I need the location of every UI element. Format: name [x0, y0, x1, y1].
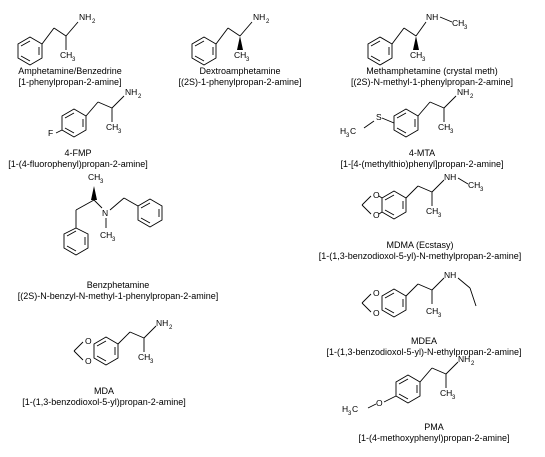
compound-iupac: [(2S)-N-benzyl-N-methyl-1-phenylpropan-2…	[17, 291, 219, 301]
compound-name: 4-FMP	[64, 148, 92, 158]
svg-text:NH: NH	[458, 354, 470, 364]
svg-text:NH: NH	[426, 12, 438, 22]
compound-name: PMA	[424, 422, 444, 432]
caption-amphetamine: Amphetamine/Benzedrine [1-phenylpropan-2…	[18, 66, 122, 88]
svg-text:NH: NH	[125, 87, 137, 97]
caption-mdea: MDEA [1-(1,3-benzodioxol-5-yl)-N-ethylpr…	[326, 336, 521, 358]
compound-iupac: [1-(1,3-benzodioxol-5-yl)-N-methylpropan…	[318, 251, 522, 261]
svg-text:2: 2	[471, 361, 475, 367]
svg-text:NH: NH	[253, 12, 265, 22]
svg-text:2: 2	[138, 94, 142, 100]
svg-text:CH: CH	[138, 352, 150, 362]
compound-name: 4-MTA	[408, 148, 436, 158]
caption-benzphetamine: Benzphetamine [(2S)-N-benzyl-N-methyl-1-…	[18, 280, 219, 302]
svg-text:CH: CH	[100, 230, 112, 240]
svg-text:F: F	[48, 128, 53, 138]
compound-name: Amphetamine/Benzedrine	[18, 66, 122, 76]
svg-text:C: C	[352, 404, 358, 414]
svg-text:CH: CH	[438, 122, 450, 132]
compound-iupac: [(2S)-N-methyl-1-phenylpropan-2-amine]	[350, 77, 514, 87]
caption-4-mta: 4-MTA [1-[4-(methylthio)phenyl]propan-2-…	[340, 148, 503, 170]
svg-text:O: O	[373, 288, 380, 298]
caption-mdma: MDMA (Ecstasy) [1-(1,3-benzodioxol-5-yl)…	[319, 240, 522, 262]
svg-text:3: 3	[100, 179, 104, 185]
compound-iupac: [1-(1,3-benzodioxol-5-yl)-N-ethylpropan-…	[326, 347, 522, 357]
svg-text:3: 3	[480, 187, 484, 193]
caption-methamphetamine: Methamphetamine (crystal meth) [(2S)-N-m…	[351, 66, 513, 88]
svg-text:O: O	[373, 210, 380, 220]
compound-iupac: [1-(4-methoxyphenyl)propan-2-amine]	[358, 433, 510, 443]
svg-text:O: O	[373, 308, 380, 318]
svg-text:CH: CH	[468, 180, 480, 190]
svg-text:H: H	[340, 126, 346, 136]
compound-name: MDA	[93, 386, 114, 396]
svg-text:3: 3	[438, 313, 442, 319]
svg-text:O: O	[85, 356, 92, 366]
svg-text:CH: CH	[88, 172, 100, 182]
svg-text:S: S	[376, 112, 382, 122]
compound-name: MDMA (Ecstasy)	[386, 240, 454, 250]
compound-name: Dextroamphetamine	[199, 66, 281, 76]
compound-name: Benzphetamine	[86, 280, 150, 290]
svg-text:H: H	[342, 404, 348, 414]
svg-text:3: 3	[422, 57, 426, 63]
svg-text:C: C	[350, 126, 356, 136]
svg-text:NH: NH	[156, 318, 168, 328]
caption-4-fmp: 4-FMP [1-(4-fluorophenyl)propan-2-amine]	[8, 148, 148, 170]
svg-text:N: N	[102, 208, 108, 218]
svg-text:NH: NH	[457, 87, 469, 97]
svg-text:CH: CH	[106, 122, 118, 132]
compound-name: Methamphetamine (crystal meth)	[366, 66, 498, 76]
svg-text:3: 3	[348, 411, 352, 417]
compound-iupac: [1-(1,3-benzodioxol-5-yl)propan-2-amine]	[22, 397, 186, 407]
compound-iupac: [1-[4-(methylthio)phenyl]propan-2-amine]	[340, 159, 504, 169]
svg-text:O: O	[85, 336, 92, 346]
svg-text:3: 3	[452, 395, 456, 401]
svg-text:CH: CH	[426, 206, 438, 216]
svg-text:2: 2	[169, 325, 173, 331]
compound-iupac: [1-(4-fluorophenyl)propan-2-amine]	[8, 159, 148, 169]
svg-text:2: 2	[470, 94, 474, 100]
svg-text:CH: CH	[234, 50, 246, 60]
svg-text:CH: CH	[410, 50, 422, 60]
svg-text:O: O	[376, 398, 383, 408]
svg-text:NH: NH	[444, 270, 456, 280]
caption-mda: MDA [1-(1,3-benzodioxol-5-yl)propan-2-am…	[22, 386, 186, 408]
svg-text:3: 3	[150, 359, 154, 365]
caption-dextroamphetamine: Dextroamphetamine [(2S)-1-phenylpropan-2…	[178, 66, 301, 88]
svg-text:3: 3	[118, 129, 122, 135]
svg-text:3: 3	[72, 57, 76, 63]
svg-text:3: 3	[246, 57, 250, 63]
svg-text:CH: CH	[452, 18, 464, 28]
caption-pma: PMA [1-(4-methoxyphenyl)propan-2-amine]	[358, 422, 509, 444]
svg-text:2: 2	[266, 19, 270, 25]
svg-text:CH: CH	[60, 50, 72, 60]
svg-text:2: 2	[92, 19, 96, 25]
svg-text:3: 3	[346, 133, 350, 139]
svg-text:NH: NH	[444, 172, 456, 182]
svg-text:3: 3	[438, 213, 442, 219]
svg-text:3: 3	[112, 237, 116, 243]
compound-iupac: [1-phenylpropan-2-amine]	[18, 77, 122, 87]
svg-text:CH: CH	[426, 306, 438, 316]
svg-text:3: 3	[464, 25, 468, 31]
compound-iupac: [(2S)-1-phenylpropan-2-amine]	[178, 77, 302, 87]
svg-text:CH: CH	[440, 388, 452, 398]
svg-text:NH: NH	[79, 12, 91, 22]
svg-text:3: 3	[450, 129, 454, 135]
svg-text:O: O	[373, 190, 380, 200]
compound-name: MDEA	[410, 336, 437, 346]
